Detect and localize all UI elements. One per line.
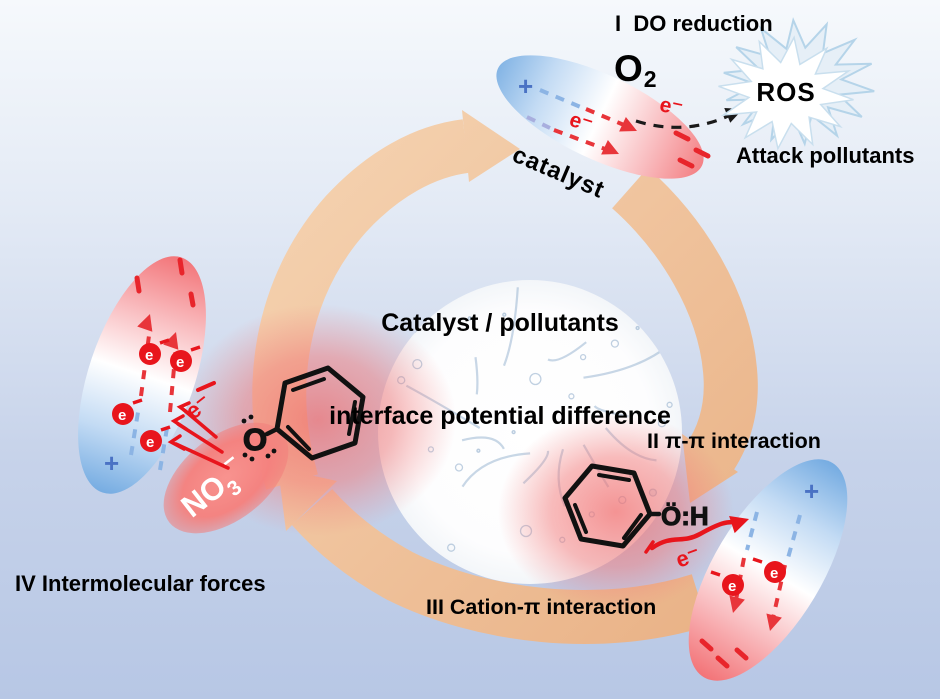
step1-label: I DO reduction (615, 11, 773, 36)
plus-charge: + (804, 476, 819, 506)
step4-label: IV Intermolecular forces (15, 571, 266, 596)
cycle-arrowhead-top (462, 110, 520, 182)
o2-subscript: 2 (643, 66, 657, 92)
nitrate-blob: NO3− (163, 422, 289, 534)
center-title: Catalyst / pollutants interface potentia… (329, 246, 671, 463)
o2-base: O (614, 48, 643, 89)
phenolate-structure (264, 365, 366, 461)
svg-text:e: e (770, 565, 778, 582)
phenolate-ring (274, 365, 366, 461)
step3-label: III Cation-π interaction (426, 595, 657, 619)
electron-label: e⁻ (658, 93, 685, 120)
negative-charge-dashes (699, 638, 749, 669)
o2-label: O2 (614, 48, 657, 92)
phenol-oh-label: Ö:H (661, 501, 709, 531)
phenol-structure (562, 463, 662, 549)
electron-disc: e (752, 557, 786, 583)
svg-text:e: e (728, 578, 736, 595)
electron-disc: e (139, 338, 170, 365)
svg-text:e: e (145, 347, 153, 364)
catalyst-particle-bottom-right-marks: + e e (699, 476, 819, 669)
electron-disc: e (112, 398, 143, 425)
svg-text:e: e (118, 407, 126, 424)
negative-charge-dashes (673, 130, 711, 169)
cycle-arrow-right-segment (611, 167, 758, 476)
svg-text:e: e (176, 354, 184, 371)
lone-pair-dots (241, 414, 277, 462)
attack-pollutants-label: Attack pollutants (736, 143, 915, 168)
electron-disc: e (140, 425, 171, 452)
catalyst-particle-top (496, 55, 704, 179)
catalyst-particle-left-marks: e e e e + (104, 257, 201, 478)
electron-disc: e (710, 570, 744, 596)
phenol-ring (562, 463, 653, 549)
negative-charge-dashes (134, 257, 196, 308)
step2-label: II π-π interaction (647, 429, 821, 453)
phenolate-o-label: O (243, 422, 267, 457)
center-title-line1: Catalyst / pollutants (381, 309, 619, 337)
plus-charge: + (518, 71, 533, 101)
electron-disc: e (170, 345, 201, 372)
ros-starburst: ROS (718, 17, 875, 151)
plus-charge: + (104, 448, 119, 478)
electron-transfer-arrow (644, 516, 749, 554)
cycle-arrow-bottom-segment (291, 488, 709, 644)
ros-label: ROS (756, 77, 815, 107)
center-title-line2: interface potential difference (329, 402, 671, 430)
pollutant-glow-right (498, 412, 734, 612)
electron-flow-arrows (167, 381, 230, 470)
svg-text:e: e (146, 434, 154, 451)
